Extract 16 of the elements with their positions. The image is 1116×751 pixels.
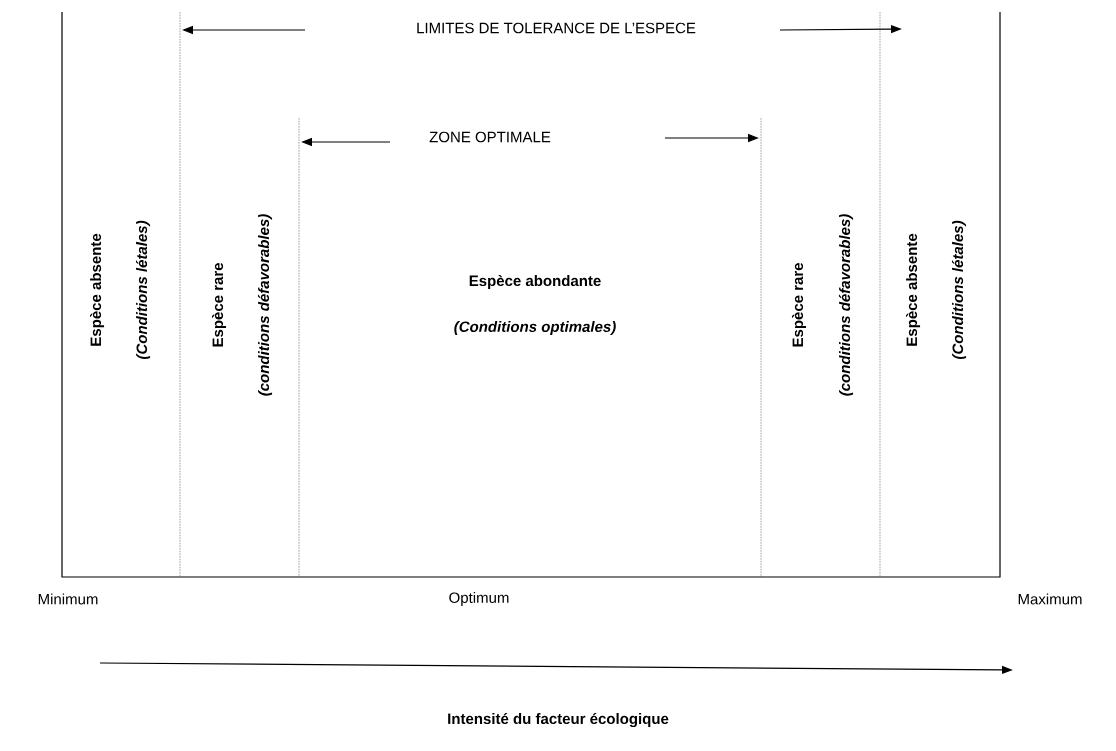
range-label: ZONE OPTIMALE (429, 131, 551, 143)
axis-label: Minimum (38, 593, 98, 605)
zone-label: (Conditions létales) (951, 220, 967, 359)
zone-label: Espèce absente (89, 233, 105, 346)
axis-label: Maximum (1018, 593, 1082, 605)
zone-label: (conditions défavorables) (838, 214, 854, 396)
range-label: LIMITES DE TOLERANCE DE L’ESPECE (417, 22, 696, 34)
zone-label: Espèce absente (905, 233, 921, 346)
zone-label: Espèce abondante (469, 274, 601, 290)
zone-label: (Conditions létales) (135, 220, 151, 359)
axis-label: Optimum (449, 592, 509, 606)
zone-label: Espèce rare (211, 263, 227, 347)
zone-label: Espèce rare (791, 263, 807, 347)
zone-label: (conditions défavorables) (257, 214, 273, 396)
axis-title: Intensité du facteur écologique (448, 712, 669, 728)
zone-label: (Conditions optimales) (454, 321, 616, 335)
